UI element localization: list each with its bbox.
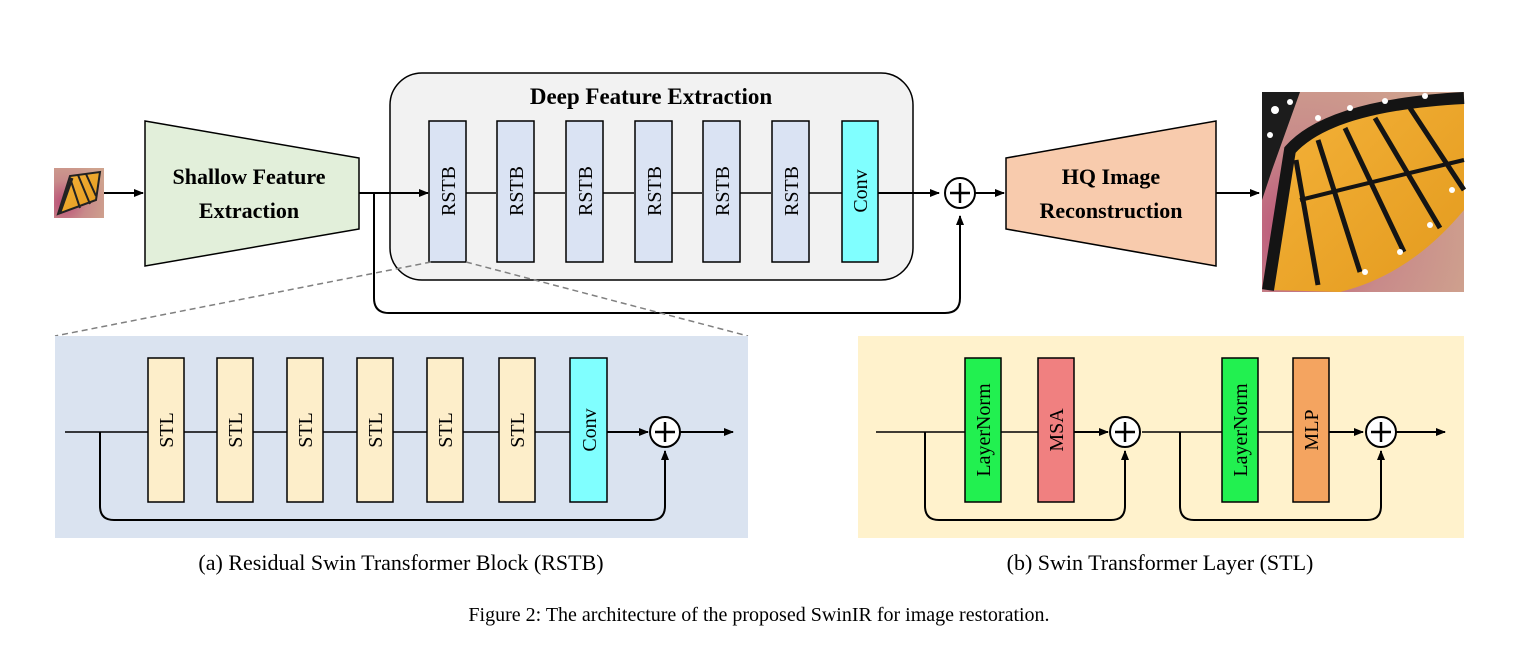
layernorm-block: LayerNorm (964, 357, 1002, 503)
stl-caption: (b) Swin Transformer Layer (STL) (1007, 550, 1314, 575)
stl-block: STL (498, 357, 536, 503)
zoom-line-left (54, 261, 432, 337)
input-butterfly-thumbnail-icon (54, 168, 104, 218)
stl-block: STL (147, 357, 185, 503)
rstb-block: RSTB (496, 120, 535, 263)
stl-label: STL (435, 412, 457, 448)
global-skip-connection (373, 193, 964, 314)
rstb-block: RSTB (428, 120, 467, 263)
mlp-skip-connection (1179, 432, 1385, 521)
rstb-label: RSTB (575, 166, 597, 216)
rstb-label: RSTB (438, 166, 460, 216)
plus-node-icon (1109, 416, 1141, 448)
figure-caption: Figure 2: The architecture of the propos… (468, 604, 1049, 626)
hq-label-line2: Reconstruction (1040, 198, 1183, 223)
rstb-label: RSTB (506, 166, 528, 216)
output-butterfly-image-icon (1262, 92, 1467, 292)
deep-feature-title: Deep Feature Extraction (530, 84, 772, 109)
stl-block: STL (426, 357, 464, 503)
shallow-label-line1: Shallow Feature (173, 164, 326, 189)
zoom-line-right (465, 261, 749, 337)
stl-detail-panel (858, 336, 1464, 538)
plus-node-icon (1365, 416, 1397, 448)
mlp-label: MLP (1301, 409, 1323, 450)
rstb-block: RSTB (634, 120, 673, 263)
msa-skip-connection (924, 432, 1129, 521)
stl-label: STL (507, 412, 529, 448)
rstb-block: RSTB (565, 120, 604, 263)
shallow-feature-extraction-block: Shallow Feature Extraction (144, 120, 360, 267)
stl-block: STL (286, 357, 324, 503)
hq-image-reconstruction-block: HQ Image Reconstruction (1005, 120, 1217, 267)
stl-block: STL (216, 357, 254, 503)
rstb-block: RSTB (771, 120, 810, 263)
stl-label: STL (295, 412, 317, 448)
msa-label: MSA (1046, 408, 1068, 452)
stl-label: STL (225, 412, 247, 448)
layernorm-label: LayerNorm (973, 383, 995, 477)
rstb-skip-connection (99, 432, 669, 521)
deep-conv-label: Conv (850, 169, 872, 212)
msa-block: MSA (1037, 357, 1075, 503)
mlp-block: MLP (1292, 357, 1330, 503)
stl-label: STL (365, 412, 387, 448)
layernorm-block: LayerNorm (1221, 357, 1259, 503)
rstb-label: RSTB (781, 166, 803, 216)
layernorm-label: LayerNorm (1230, 383, 1252, 477)
rstb-conv-label: Conv (579, 408, 601, 451)
rstb-block: RSTB (702, 120, 741, 263)
stl-label: STL (156, 412, 178, 448)
rstb-caption: (a) Residual Swin Transformer Block (RST… (198, 550, 603, 575)
plus-node-icon (944, 177, 976, 209)
plus-node-icon (649, 416, 681, 448)
hq-label-line1: HQ Image (1062, 164, 1161, 189)
shallow-label-line2: Extraction (199, 198, 299, 223)
rstb-conv-block: Conv (569, 357, 608, 503)
deep-conv-block: Conv (841, 120, 879, 263)
rstb-label: RSTB (712, 166, 734, 216)
rstb-label: RSTB (644, 166, 666, 216)
stl-block: STL (356, 357, 394, 503)
